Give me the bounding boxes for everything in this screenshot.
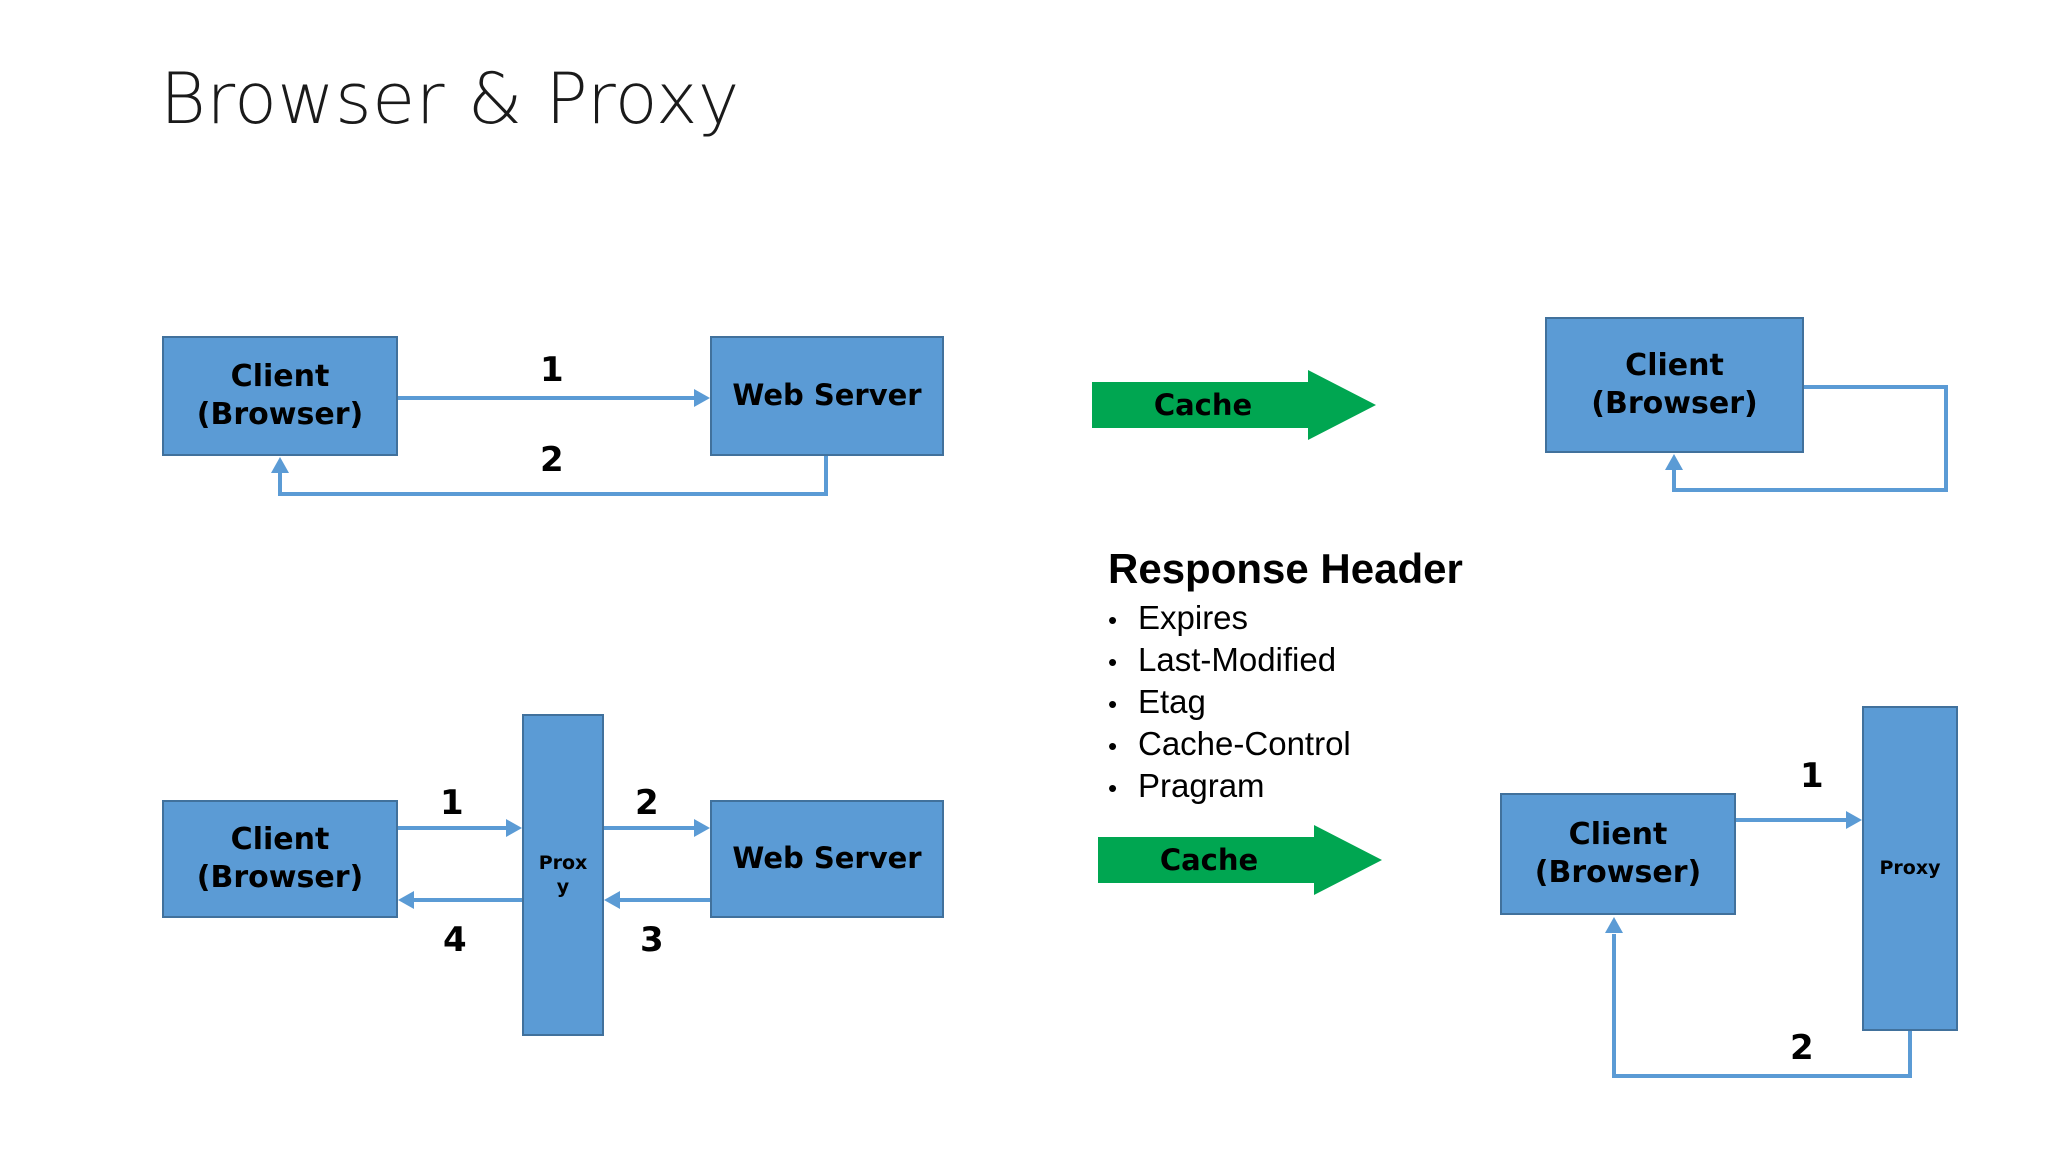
cachehit-client-box[interactable]: Client (Browser) xyxy=(1545,317,1804,453)
response-header-block: Response Header • Expires • Last-Modifie… xyxy=(1108,545,1463,807)
proxycache-client-label-line1: Client xyxy=(1568,816,1668,852)
direct-arrow-2-seg-across xyxy=(278,492,828,496)
proxy-arrow-4-head xyxy=(398,891,414,909)
proxy-webserver-box[interactable]: Web Server xyxy=(710,800,944,918)
proxycache-arrow-1-line xyxy=(1736,818,1846,822)
proxy-arrow-1-head xyxy=(506,819,522,837)
proxycache-proxy-box[interactable]: Proxy xyxy=(1862,706,1958,1031)
proxy-arrow-4-line xyxy=(414,898,522,902)
cachehit-loop-seg-left xyxy=(1672,469,1676,492)
bullet-icon: • xyxy=(1108,688,1118,719)
page-title: Browser & Proxy xyxy=(160,58,740,140)
cachehit-loop-seg-right xyxy=(1944,385,1948,492)
proxy-arrow-1-line xyxy=(398,826,506,830)
proxy-arrow-2-head xyxy=(694,819,710,837)
proxycache-arrow-1-head xyxy=(1846,811,1862,829)
bullet-icon: • xyxy=(1108,730,1118,761)
list-item-label: Cache-Control xyxy=(1138,724,1351,762)
direct-arrow-2-seg-up xyxy=(278,472,282,496)
proxy-client-label-line1: Client xyxy=(230,821,330,857)
list-item: • Cache-Control xyxy=(1108,723,1463,765)
proxy-step-1-label: 1 xyxy=(440,783,464,823)
response-header-list: • Expires • Last-Modified • Etag • Cache… xyxy=(1108,597,1463,807)
direct-arrow-2-head xyxy=(271,457,289,473)
list-item: • Pragram xyxy=(1108,765,1463,807)
proxycache-step-1-label: 1 xyxy=(1800,756,1824,796)
cache-arrow-proxy: Cache xyxy=(1098,825,1382,895)
direct-arrow-1-head xyxy=(694,389,710,407)
direct-client-label-line1: Client xyxy=(230,358,330,394)
direct-client-label-line2: (Browser) xyxy=(196,397,364,432)
proxy-box[interactable]: Prox y xyxy=(522,714,604,1036)
proxycache-arrow-2-head xyxy=(1605,917,1623,933)
cache-arrow-browser-shape xyxy=(1092,370,1376,440)
proxy-webserver-label: Web Server xyxy=(732,841,922,876)
proxycache-arrow-2-seg-across xyxy=(1612,1074,1912,1078)
direct-webserver-label: Web Server xyxy=(732,378,922,413)
proxy-arrow-2-line xyxy=(604,826,694,830)
cachehit-loop-arrowhead xyxy=(1665,454,1683,470)
list-item-label: Pragram xyxy=(1138,766,1265,804)
bullet-icon: • xyxy=(1108,605,1118,635)
direct-client-box[interactable]: Client (Browser) xyxy=(162,336,398,456)
proxy-client-label-line2: (Browser) xyxy=(196,860,364,895)
cachehit-loop-seg-bottom xyxy=(1672,488,1948,492)
cache-arrow-proxy-shape xyxy=(1098,825,1382,895)
proxycache-arrow-2-seg-down xyxy=(1908,1031,1912,1078)
direct-step-1-label: 1 xyxy=(540,350,564,390)
list-item: • Etag xyxy=(1108,681,1463,723)
direct-arrow-1-line xyxy=(398,396,694,400)
list-item-label: Last-Modified xyxy=(1138,640,1337,678)
cachehit-client-label-line1: Client xyxy=(1625,347,1724,383)
proxycache-client-box[interactable]: Client (Browser) xyxy=(1500,793,1736,915)
cachehit-loop-seg-top xyxy=(1790,385,1948,389)
direct-step-2-label: 2 xyxy=(540,440,564,480)
bullet-icon: • xyxy=(1108,772,1118,803)
list-item-label: Expires xyxy=(1138,599,1249,636)
direct-webserver-box[interactable]: Web Server xyxy=(710,336,944,456)
proxy-step-4-label: 4 xyxy=(443,920,467,960)
proxy-step-3-label: 3 xyxy=(640,920,664,960)
proxy-label-line1: Prox xyxy=(538,851,588,874)
proxycache-proxy-label: Proxy xyxy=(1879,857,1941,880)
proxy-label-line2: y xyxy=(556,876,570,898)
list-item: • Expires xyxy=(1108,597,1463,639)
proxy-arrow-3-head xyxy=(604,891,620,909)
proxycache-arrow-2-seg-up xyxy=(1612,934,1616,1078)
proxy-arrow-3-line xyxy=(620,898,710,902)
response-header-title: Response Header xyxy=(1108,545,1463,592)
list-item-label: Etag xyxy=(1138,682,1206,720)
list-item: • Last-Modified xyxy=(1108,639,1463,681)
proxycache-step-2-label: 2 xyxy=(1790,1028,1814,1068)
proxycache-client-label-line2: (Browser) xyxy=(1534,855,1702,890)
direct-arrow-2-seg-down xyxy=(824,456,828,496)
proxy-client-box[interactable]: Client (Browser) xyxy=(162,800,398,918)
proxy-step-2-label: 2 xyxy=(635,783,659,823)
cachehit-client-label-line2: (Browser) xyxy=(1591,386,1758,421)
cache-arrow-browser: Cache xyxy=(1092,370,1376,440)
bullet-icon: • xyxy=(1108,646,1118,677)
